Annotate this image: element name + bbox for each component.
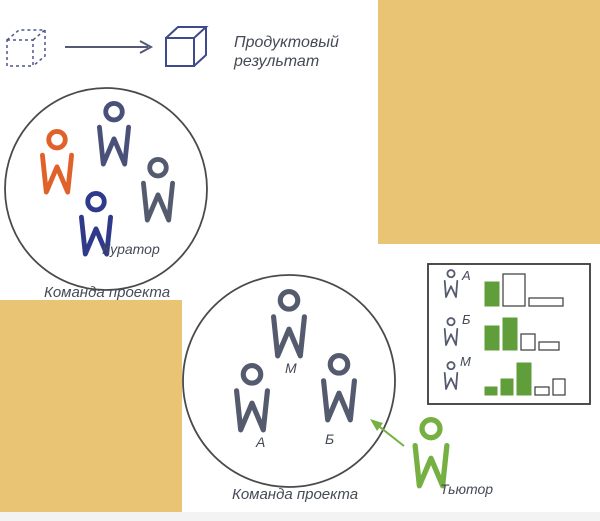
- progress-bar: [484, 386, 498, 396]
- product-result-label: Продуктовый результат: [234, 34, 339, 70]
- chart-row-letter: М: [460, 354, 471, 369]
- team-label-bottom: Команда проекта: [232, 486, 359, 503]
- tan-panel-top-right: [378, 0, 600, 244]
- chart-row-letter: Б: [462, 312, 471, 327]
- green-arrow-icon: [370, 419, 405, 447]
- arrow-right-icon: [65, 40, 154, 54]
- progress-bar: [520, 333, 536, 351]
- member-label-m: М: [285, 360, 297, 376]
- progress-bar: [552, 378, 566, 396]
- member-label-b: Б: [325, 431, 335, 447]
- curator-label: Куратор: [102, 241, 160, 257]
- tan-panel-bottom-left: [0, 300, 182, 512]
- dashed-cube-icon: [6, 29, 48, 67]
- team-label-top: Команда проекта: [44, 284, 171, 301]
- member-label-a: А: [256, 434, 266, 450]
- person-icon: [415, 420, 447, 486]
- progress-bar: [528, 297, 564, 307]
- team-circle-top: [4, 87, 208, 291]
- progress-bars: [484, 273, 566, 396]
- progress-bar: [516, 362, 532, 396]
- team-circle-bottom: [182, 274, 396, 488]
- progress-bar: [502, 273, 526, 307]
- tutor-label: Тьютор: [440, 481, 494, 497]
- progress-bar: [500, 378, 514, 396]
- progress-bar: [502, 317, 518, 351]
- progress-bar: [538, 341, 560, 351]
- progress-bar: [484, 281, 500, 307]
- chart-row-letter: А: [462, 268, 471, 283]
- progress-bar: [534, 386, 550, 396]
- solid-cube-icon: [165, 26, 209, 67]
- progress-bar: [484, 325, 500, 351]
